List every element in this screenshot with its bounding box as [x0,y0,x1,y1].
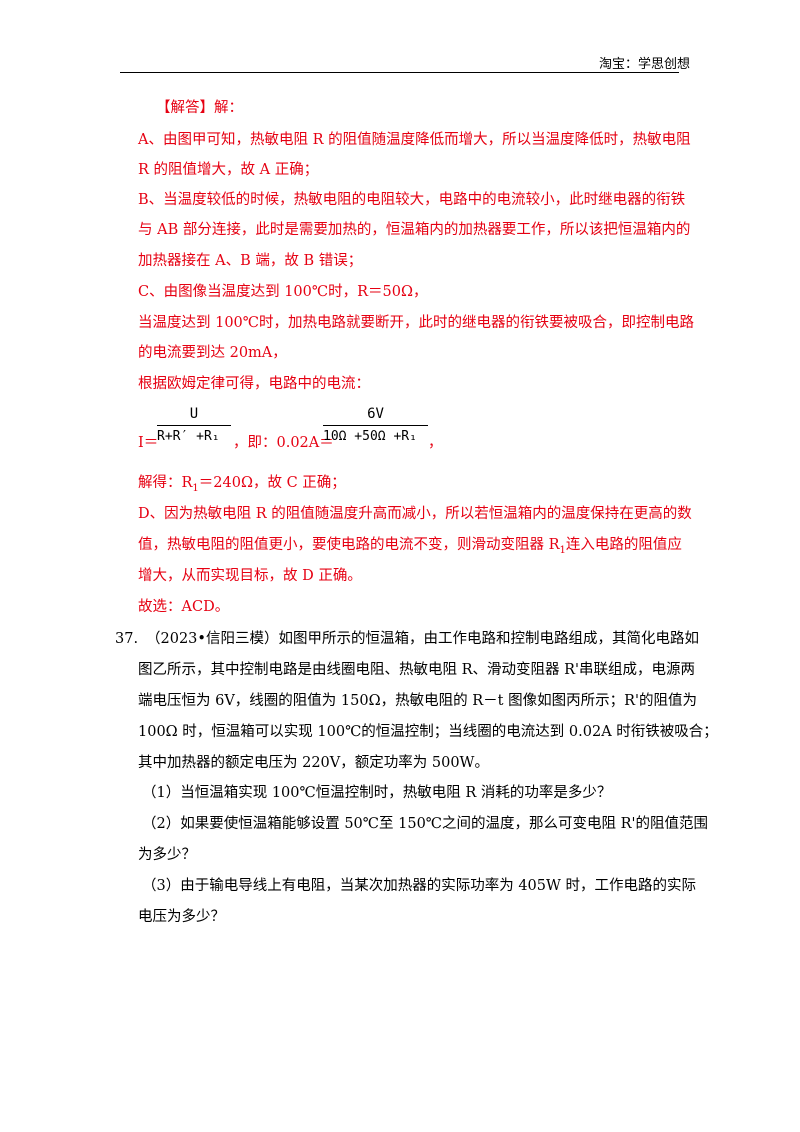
answer-heading: 【解答】解： [156,99,243,117]
question-line: 其中加热器的额定电压为 220V，额定功率为 500W。 [138,755,489,771]
question-line: 100Ω 时，恒温箱可以实现 100℃的恒温控制；当线圈的电流达到 0.02A … [138,724,718,740]
fraction-denominator: R+R′ +R₁ [157,429,220,444]
solve-text: ＝240Ω，故 C 正确； [198,475,346,491]
answer-line: B、当温度较低的时候，热敏电阻的电阻较大，电路中的电流较小，此时继电器的衔铁 [138,192,686,208]
answer-line: 的电流要到达 20mA， [138,345,287,361]
answer-line: C、由图像当温度达到 100℃时，R＝50Ω， [138,284,428,300]
subquestion: 为多少？ [138,847,196,863]
formula-mid: ，即：0.02A＝ [233,435,334,451]
answer-line: 加热器接在 A、B 端，故 B 错误； [138,253,363,269]
answer-line: D、因为热敏电阻 R 的阻值随温度升高而减小，所以若恒温箱内的温度保持在更高的数 [138,506,692,522]
answer-solve-line: 解得：R1＝240Ω，故 C 正确； [138,474,346,498]
header-rule [120,72,679,73]
subscript: 1 [559,544,566,556]
subscript: 1 [192,482,199,494]
answer-line: 当温度达到 100℃时，加热电路就要断开，此时的继电器的衔铁要被吸合，即控制电路 [138,315,695,331]
fraction-numerator: U [189,406,199,422]
question-line: 端电压恒为 6V，线圈的阻值为 150Ω，热敏电阻的 R－t 图像如图丙所示；R… [138,693,697,709]
solve-text: 解得：R [138,475,193,491]
answer-text: 值，热敏电阻的阻值更小，要使电路的电流不变，则滑动变阻器 R [138,537,560,553]
answer-line: 值，热敏电阻的阻值更小，要使电路的电流不变，则滑动变阻器 R1连入电路的阻值应 [138,536,682,560]
subquestion: （2）如果要使恒温箱能够设置 50℃至 150℃之间的温度，那么可变电阻 R'的… [142,816,709,832]
fraction-bar [323,425,428,426]
question-line: 图乙所示，其中控制电路是由线圈电阻、热敏电阻 R、滑动变阻器 R'串联组成，电源… [138,662,696,678]
subquestion: 电压为多少？ [138,909,225,925]
question-line: （2023•信阳三模）如图甲所示的恒温箱，由工作电路和控制电路组成，其简化电路如 [146,631,699,647]
fraction-denominator: 10Ω +50Ω +R₁ [323,429,417,444]
answer-line: R 的阻值增大，故 A 正确； [138,162,319,178]
subquestion: （3）由于输电导线上有电阻，当某次加热器的实际功率为 405W 时，工作电路的实… [142,878,697,894]
answer-solve-label: 解： [214,100,243,116]
answer-line: A、由图甲可知，热敏电阻 R 的阻值随温度降低而增大，所以当温度降低时，热敏电阻 [138,132,691,148]
answer-choice: 故选：ACD。 [138,599,230,615]
formula-lhs: I＝ [138,435,159,451]
fraction-bar [157,425,231,426]
answer-label: 【解答】 [156,100,214,116]
question-number: 37. [115,631,139,647]
page-header: 淘宝：学思创想 [598,57,690,72]
formula-fraction-2: 6V 10Ω +50Ω +R₁ [323,406,428,450]
formula-end: ， [428,435,443,451]
formula-fraction-1: U R+R′ +R₁ [157,406,231,450]
answer-line: 增大，从而实现目标，故 D 正确。 [138,568,362,584]
answer-line: 与 AB 部分连接，此时是需要加热的，恒温箱内的加热器要工作，所以该把恒温箱内的 [138,222,691,238]
fraction-numerator: 6V [367,406,384,422]
answer-line: 根据欧姆定律可得，电路中的电流： [138,376,370,392]
subquestion: （1）当恒温箱实现 100℃恒温控制时，热敏电阻 R 消耗的功率是多少？ [142,785,612,801]
answer-text: 连入电路的阻值应 [565,537,682,553]
